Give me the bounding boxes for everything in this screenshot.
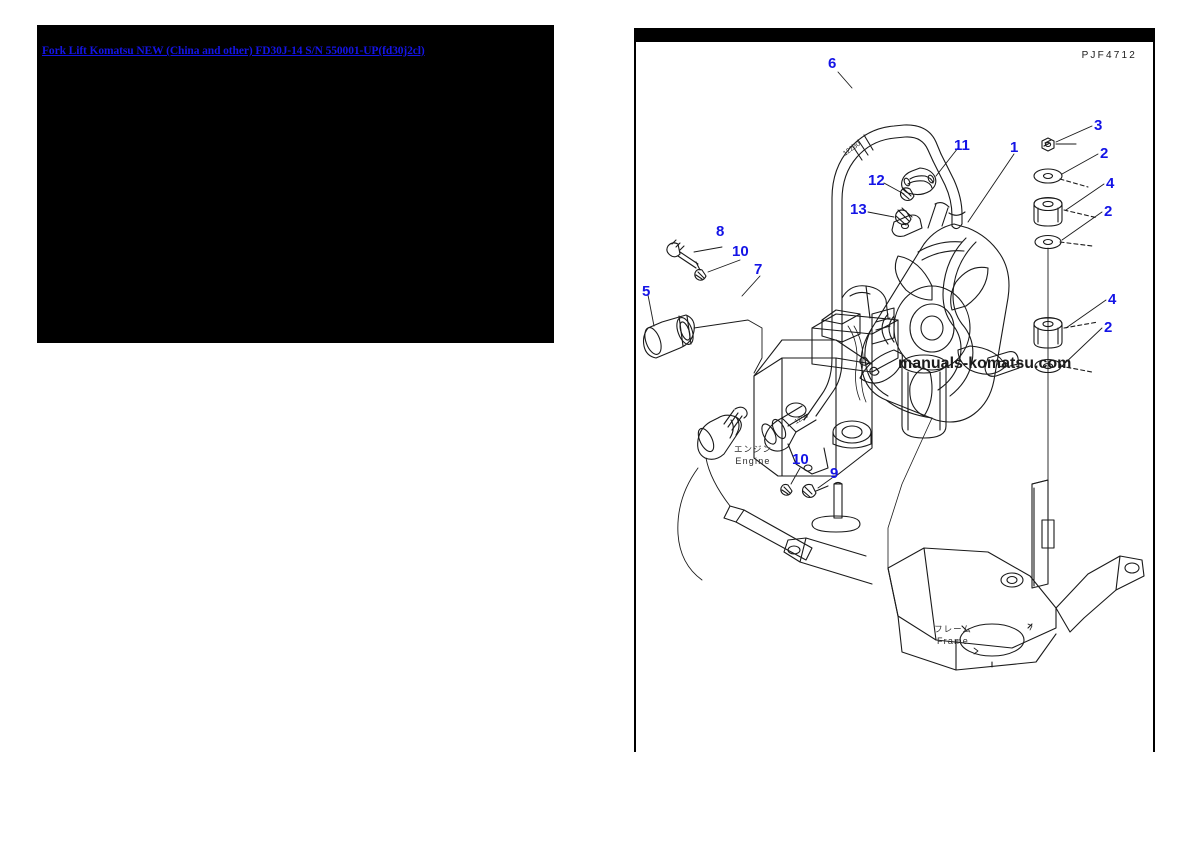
callout-3: 3 [1094, 117, 1103, 134]
diagram-top-bar [636, 28, 1153, 42]
group-label-engine-en: Engine [735, 455, 771, 466]
drawing-number-label: PJF4712 [1081, 50, 1137, 61]
callout-10-upper: 10 [732, 243, 749, 260]
group-label-frame-en: Frame [936, 635, 969, 646]
group-label-frame: フレーム Frame [918, 625, 988, 646]
catalog-title-link[interactable]: Fork Lift Komatsu NEW (China and other) … [42, 45, 425, 57]
callout-5: 5 [642, 283, 651, 300]
callout-9: 9 [830, 465, 839, 482]
callout-4-lower: 4 [1108, 291, 1117, 308]
callout-7: 7 [754, 261, 763, 278]
callout-4-upper: 4 [1106, 175, 1115, 192]
callout-1: 1 [1010, 139, 1019, 156]
callout-6: 6 [828, 55, 837, 72]
callout-2-top: 2 [1100, 145, 1109, 162]
group-label-engine: エンジン Engine [718, 445, 788, 466]
callout-11: 11 [954, 137, 970, 154]
title-panel: Fork Lift Komatsu NEW (China and other) … [37, 25, 554, 343]
callout-12: 12 [868, 172, 885, 189]
callout-10-lower: 10 [792, 451, 809, 468]
exhaust-assembly-drawing: 12230 1250 [642, 71, 1145, 671]
group-label-engine-jp: エンジン [733, 445, 772, 455]
group-label-frame-jp: フレーム [934, 625, 972, 635]
callout-13: 13 [850, 201, 867, 218]
site-watermark: manuals-komatsu.com [898, 355, 1072, 372]
callout-2-middle: 2 [1104, 203, 1113, 220]
callout-2-bottom: 2 [1104, 319, 1113, 336]
parts-diagram-panel: PJF4712 12230 1250 [634, 28, 1155, 752]
callout-8: 8 [716, 223, 725, 240]
